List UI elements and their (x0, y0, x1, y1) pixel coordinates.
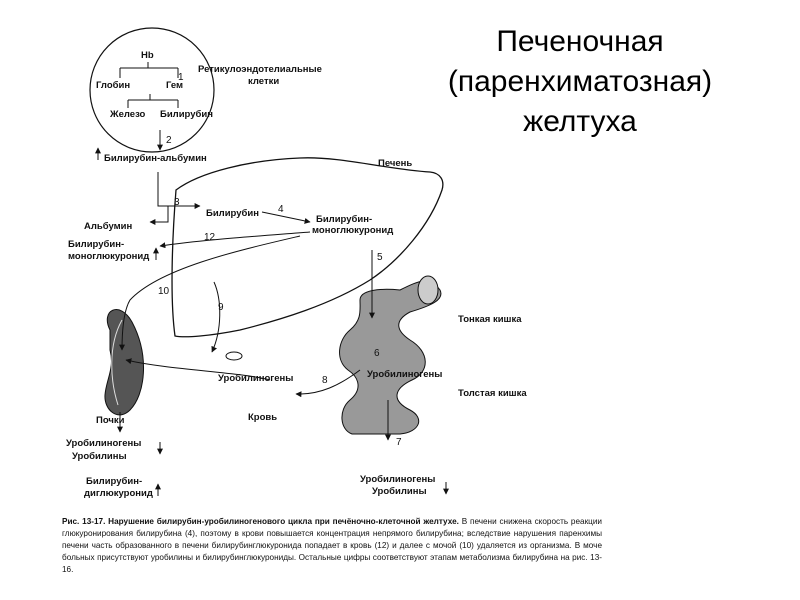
number-5: 5 (377, 252, 383, 263)
label-feces-2: Уробилины (372, 486, 427, 497)
label-zhelezo: Железо (109, 109, 146, 120)
flow-bili-albumin-to-liver (157, 172, 201, 209)
kidney-inner (111, 319, 123, 406)
caption-text: В печени снижена скорость реакции глюкур… (62, 517, 602, 574)
label-urine-1: Уробилиногены (66, 438, 141, 449)
label-urobilinogens-mid: Уробилиногены (218, 373, 293, 384)
flow-arrow-12 (159, 231, 311, 249)
title-line-1: Печеночная (496, 25, 664, 58)
label-gem: Гем (166, 80, 183, 91)
figure-caption: Рис. 13-17. Нарушение билирубин-уробилин… (62, 516, 602, 576)
intestine-opening (417, 275, 439, 305)
number-10: 10 (158, 286, 170, 297)
label-kidneys: Почки (96, 415, 125, 426)
label-bili-mono-blood-1: Билирубин- (68, 239, 124, 250)
label-albumin: Альбумин (84, 221, 133, 232)
label-blood: Кровь (248, 412, 277, 423)
label-bili-albumin: Билирубин-альбумин (104, 153, 207, 164)
flow-arrow-8 (295, 369, 361, 398)
title-line-3: желтуха (523, 105, 637, 138)
number-8: 8 (322, 375, 328, 386)
kidney-shape (104, 309, 144, 416)
caption-bold: Рис. 13-17. Нарушение билирубин-уробилин… (62, 517, 459, 526)
reticuloendothelial-cell-circle (89, 27, 215, 153)
number-7: 7 (396, 437, 402, 448)
label-liver: Печень (378, 158, 412, 169)
label-bili-mono-blood-2: моноглюкуронид (68, 251, 149, 262)
label-bili-mono-1: Билирубин- (316, 214, 372, 225)
number-6: 6 (374, 348, 380, 359)
number-9: 9 (218, 302, 224, 313)
label-bilirubin-top: Билирубин (160, 109, 213, 120)
label-urine-2: Уробилины (72, 451, 127, 462)
number-3: 3 (174, 197, 180, 208)
label-bilirubin-liver: Билирубин (206, 208, 259, 219)
label-small-intestine: Тонкая кишка (458, 314, 522, 325)
label-reticulo-1: Ретикулоэндотелиальные (198, 64, 322, 75)
flow-arrow-4 (261, 211, 311, 224)
flow-arrow-10 (119, 235, 301, 351)
flow-arrow-9 (211, 281, 221, 353)
label-urobilinogens-gut: Уробилиногены (367, 369, 442, 380)
vessel-ellipse (225, 351, 243, 361)
flow-albumin-branch (149, 206, 169, 225)
label-large-intestine: Толстая кишка (458, 388, 527, 399)
liver-outline (171, 157, 444, 338)
number-1: 1 (178, 72, 184, 83)
slide-title: Печеночная (паренхиматозная) желтуха (410, 22, 750, 142)
gem-branch-lines (127, 94, 179, 108)
label-hb: Hb (141, 50, 154, 61)
number-2: 2 (166, 135, 172, 146)
label-reticulo-2: клетки (248, 76, 279, 87)
label-bili-mono-2: моноглюкуронид (312, 225, 393, 236)
label-globin: Глобин (96, 80, 130, 91)
label-bili-digluc-1: Билирубин- (86, 476, 142, 487)
flow-kidney-to-blood (125, 358, 271, 381)
number-4: 4 (278, 204, 284, 215)
number-12: 12 (204, 232, 216, 243)
hb-branch-lines (119, 62, 179, 78)
title-line-2: (паренхиматозная) (447, 65, 713, 98)
label-bili-digluc-2: диглюкуронид (84, 488, 153, 499)
label-feces-1: Уробилиногены (360, 474, 435, 485)
